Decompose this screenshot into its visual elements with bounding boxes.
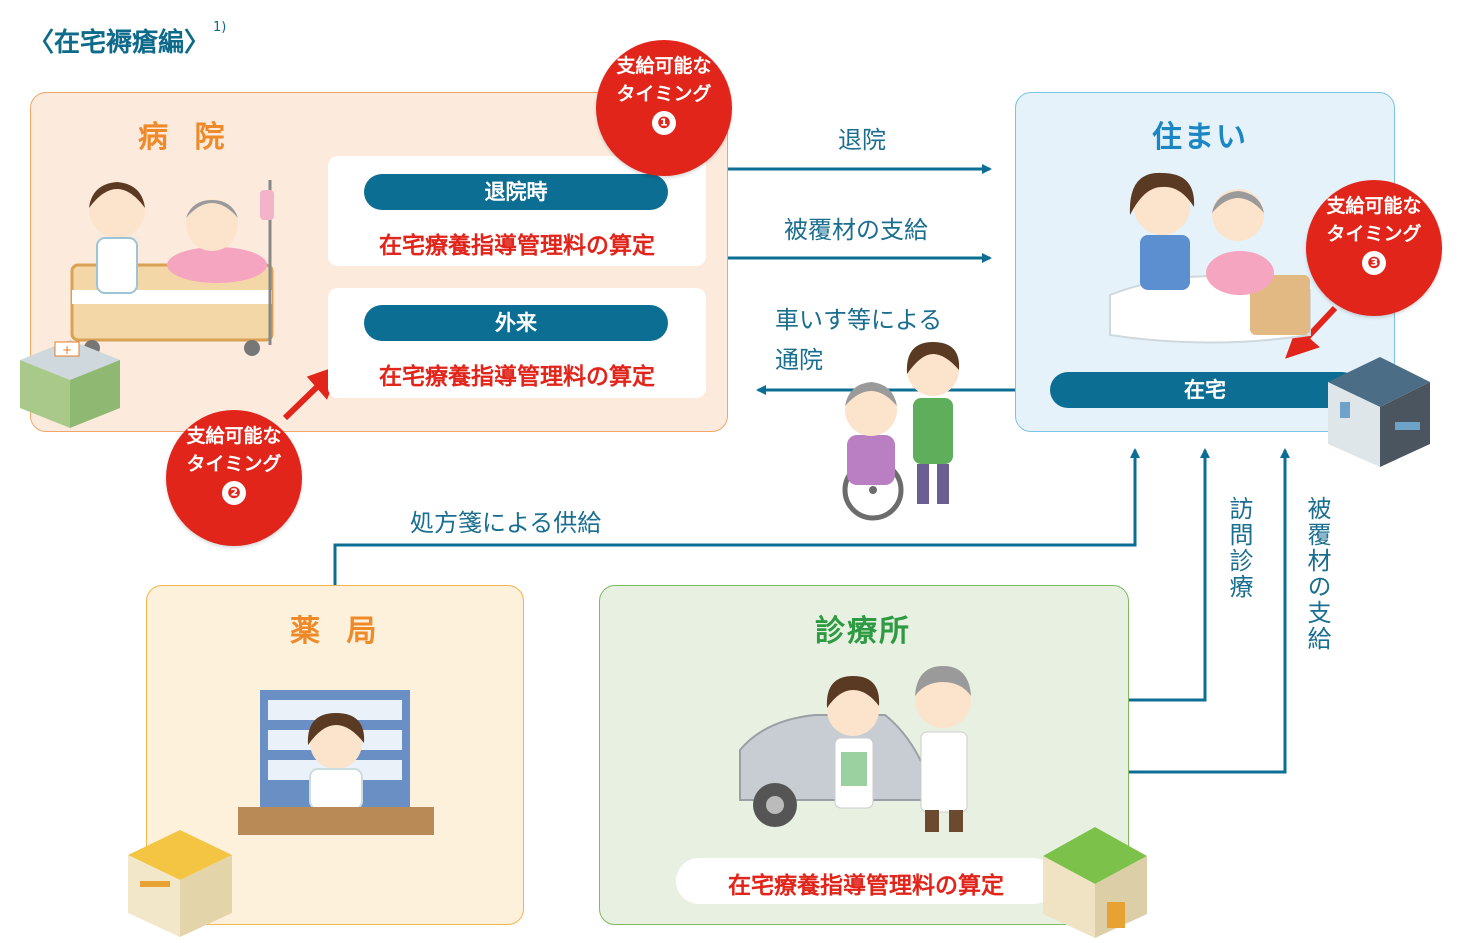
home-pill: 在宅 — [1050, 372, 1360, 408]
hospital-building-icon: + — [20, 340, 120, 428]
flow-label-discharge: 退院 — [838, 126, 886, 154]
prescription-arrow — [333, 448, 1140, 585]
timing-number-2: ❷ — [222, 481, 246, 505]
timing-badge-3: 支給可能な タイミング ❸ — [1306, 180, 1442, 316]
outpatient-pill: 外来 — [364, 305, 668, 341]
home-care-illustration — [1109, 172, 1311, 344]
timing-number-3: ❸ — [1362, 251, 1386, 275]
timing-badge-1: 支給可能な タイミング ❶ — [596, 40, 732, 176]
home-title: 住まい — [1152, 120, 1248, 155]
flow-label-clinic-dressing: 被覆材の支給 — [1303, 496, 1331, 652]
flow-label-prescription: 処方箋による供給 — [410, 509, 602, 537]
clinic-dressing-arrow — [1129, 448, 1290, 774]
clinic-fee-panel — [676, 858, 1056, 904]
discharge-pill: 退院時 — [364, 174, 668, 210]
clinic-fee-text: 在宅療養指導管理料の算定 — [728, 873, 1004, 899]
hospital-title: 病 院 — [138, 120, 233, 155]
pharmacy-illustration — [238, 690, 434, 835]
svg-text:+: + — [62, 343, 72, 357]
timing-badge-2: 支給可能な タイミング ❷ — [166, 410, 302, 546]
pharmacy-building-icon — [128, 830, 232, 937]
flow-label-dressing-supply: 被覆材の支給 — [784, 216, 928, 244]
flow-label-visit-line1: 車いす等による — [775, 306, 943, 334]
wheelchair-illustration — [842, 342, 960, 521]
flow-label-visit-line2: 通院 — [775, 346, 823, 374]
home-visit-arrow — [1129, 448, 1210, 702]
discharge-fee-text: 在宅療養指導管理料の算定 — [379, 233, 655, 259]
timing-number-1: ❶ — [652, 111, 676, 135]
hospital-illustration — [70, 180, 274, 356]
pharmacy-title: 薬 局 — [290, 614, 385, 649]
flow-label-home-visit: 訪問診療 — [1225, 496, 1253, 600]
clinic-building-icon — [1043, 827, 1147, 938]
clinic-title: 診療所 — [815, 614, 911, 649]
outpatient-fee-text: 在宅療養指導管理料の算定 — [379, 364, 655, 390]
timing2-pointer — [282, 383, 321, 421]
clinic-illustration — [739, 666, 971, 832]
page-title: 〈在宅褥瘡編〉1) — [28, 20, 227, 58]
footnote-ref: 1) — [213, 20, 227, 35]
house-icon — [1328, 357, 1430, 467]
